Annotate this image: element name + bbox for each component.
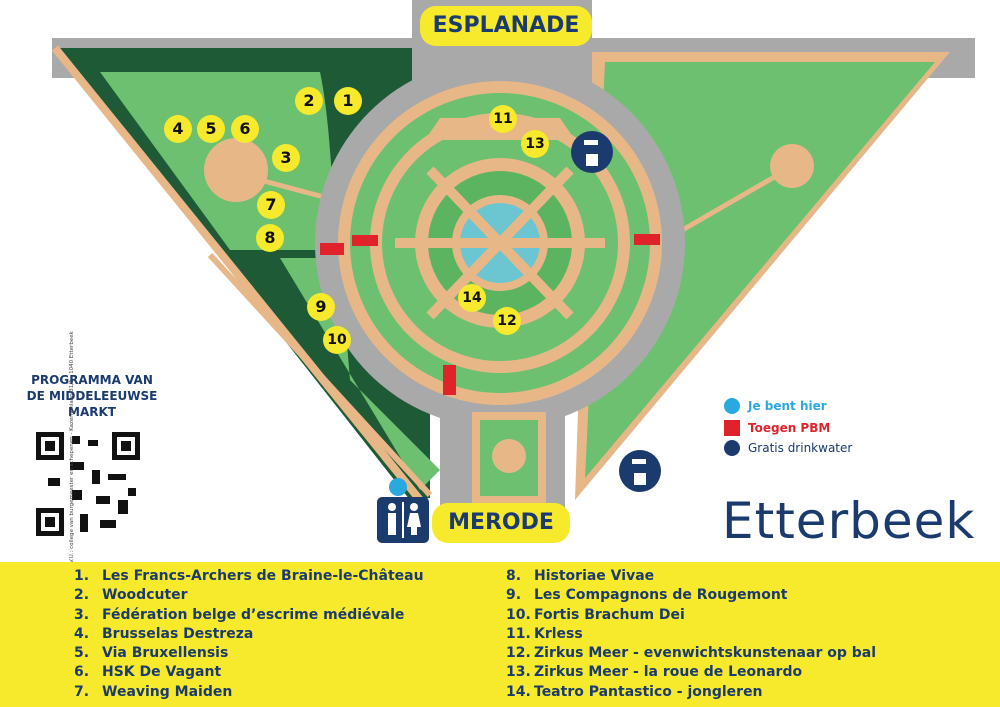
list-item: 3. Fédération belge d’escrime médiévale xyxy=(74,607,424,626)
list-item-name: Zirkus Meer - la roue de Leonardo xyxy=(534,664,803,681)
map-badge-3: 3 xyxy=(272,144,300,172)
program-list: 1. Les Francs-Archers de Braine-le-Châtea… xyxy=(0,562,1000,707)
list-item-number: 10. xyxy=(506,606,531,623)
list-item-number: 13. xyxy=(506,664,531,681)
list-item-number: 9. xyxy=(506,587,522,604)
list-item-number: 14. xyxy=(506,683,531,700)
list-item: 10.Fortis Brachum Dei xyxy=(506,607,876,626)
access-marker-icon xyxy=(724,420,740,436)
program-list-left: 1. Les Francs-Archers de Braine-le-Châtea… xyxy=(74,568,424,703)
drinking-water-icon xyxy=(619,450,661,492)
list-item-number: 4. xyxy=(74,625,90,642)
legend-you-are-here: Je bent hier xyxy=(724,398,827,414)
etterbeek-logo: Etterbeek xyxy=(722,492,976,550)
map-badge-12: 12 xyxy=(493,307,521,335)
list-item: 8. Historiae Vivae xyxy=(506,568,876,587)
list-item: 1. Les Francs-Archers de Braine-le-Châtea… xyxy=(74,568,424,587)
qr-code-image xyxy=(36,432,140,536)
map-badge-9: 9 xyxy=(307,293,335,321)
left-edge-path xyxy=(51,45,424,503)
list-item: 7. Weaving Maiden xyxy=(74,684,424,703)
ring-spokes xyxy=(395,166,605,320)
list-item-name: Via Bruxellensis xyxy=(102,645,229,662)
list-item-name: Les Francs-Archers de Braine-le-Château xyxy=(102,568,424,584)
access-marker xyxy=(352,235,378,246)
legend-access: Toegen PBM xyxy=(724,420,830,436)
merode-label: MERODE xyxy=(432,503,570,543)
legend-access-label: Toegen PBM xyxy=(748,421,831,435)
access-marker xyxy=(320,243,344,255)
list-item-number: 5. xyxy=(74,645,90,662)
list-item: 12.Zirkus Meer - evenwichtskunstenaar op… xyxy=(506,645,876,664)
list-item-name: Fortis Brachum Dei xyxy=(534,606,685,623)
list-item-name: Teatro Pantastico - jongleren xyxy=(534,683,763,700)
list-item-name: Fédération belge d’escrime médiévale xyxy=(102,606,405,623)
drinking-water-icon xyxy=(571,131,613,173)
program-list-right: 8. Historiae Vivae 9. Les Compagnons de Rou… xyxy=(506,568,876,703)
you-are-here-icon xyxy=(724,398,740,414)
list-item: 6. HSK De Vagant xyxy=(74,664,424,683)
list-item-number: 7. xyxy=(74,683,90,700)
toilet-icon xyxy=(377,497,429,543)
map-badge-2: 2 xyxy=(295,87,323,115)
list-item-name: Les Compagnons de Rougemont xyxy=(534,587,788,604)
list-item-name: HSK De Vagant xyxy=(102,664,222,681)
credit-text: V.U.: college van burgemeester en schepe… xyxy=(69,331,75,563)
program-title: PROGRAMMA VAN DE MIDDELEEUWSE MARKT xyxy=(26,373,158,419)
map-badge-5: 5 xyxy=(197,115,225,143)
list-item: 5. Via Bruxellensis xyxy=(74,645,424,664)
list-item-number: 6. xyxy=(74,664,90,681)
right-park-grass xyxy=(585,62,935,478)
list-item-number: 1. xyxy=(74,568,90,584)
left-plaza xyxy=(204,138,268,202)
right-plaza xyxy=(770,144,814,188)
drinking-water-legend-icon xyxy=(724,440,740,456)
map-badge-8: 8 xyxy=(256,224,284,252)
you-are-here-marker xyxy=(389,478,407,496)
access-marker xyxy=(443,365,456,395)
right-radial-path xyxy=(663,165,792,243)
list-item-name: Zirkus Meer - evenwichtskunstenaar op ba… xyxy=(534,645,877,662)
map-badge-10: 10 xyxy=(323,326,351,354)
list-item-number: 12. xyxy=(506,645,531,662)
map-badge-13: 13 xyxy=(521,130,549,158)
list-item: 14.Teatro Pantastico - jongleren xyxy=(506,684,876,703)
legend-water-label: Gratis drinkwater xyxy=(748,441,853,455)
list-item: 9. Les Compagnons de Rougemont xyxy=(506,587,876,606)
legend-you-are-here-label: Je bent hier xyxy=(748,399,827,413)
map-badge-4: 4 xyxy=(164,115,192,143)
map-badge-14: 14 xyxy=(458,284,486,312)
list-item: 13.Zirkus Meer - la roue de Leonardo xyxy=(506,664,876,683)
list-item-number: 2. xyxy=(74,587,90,604)
list-item: 2. Woodcuter xyxy=(74,587,424,606)
list-item-number: 3. xyxy=(74,606,90,623)
map-badge-11: 11 xyxy=(489,105,517,133)
list-item-number: 11. xyxy=(506,625,531,642)
south-garden-plaza xyxy=(492,439,526,473)
access-marker xyxy=(634,234,660,245)
legend-water: Gratis drinkwater xyxy=(724,440,852,456)
map-badge-6: 6 xyxy=(231,115,259,143)
list-item-name: Woodcuter xyxy=(102,587,188,604)
list-item: 11.Krless xyxy=(506,626,876,645)
list-item-number: 8. xyxy=(506,568,522,584)
list-item-name: Krless xyxy=(534,625,583,642)
park-map xyxy=(36,0,975,543)
list-item: 4. Brusselas Destreza xyxy=(74,626,424,645)
list-item-name: Weaving Maiden xyxy=(102,683,233,700)
map-badge-7: 7 xyxy=(257,191,285,219)
map-badge-1: 1 xyxy=(334,87,362,115)
list-item-name: Historiae Vivae xyxy=(534,568,655,584)
list-item-name: Brusselas Destreza xyxy=(102,625,254,642)
left-inner-path xyxy=(207,252,433,498)
esplanade-label: ESPLANADE xyxy=(420,6,592,46)
